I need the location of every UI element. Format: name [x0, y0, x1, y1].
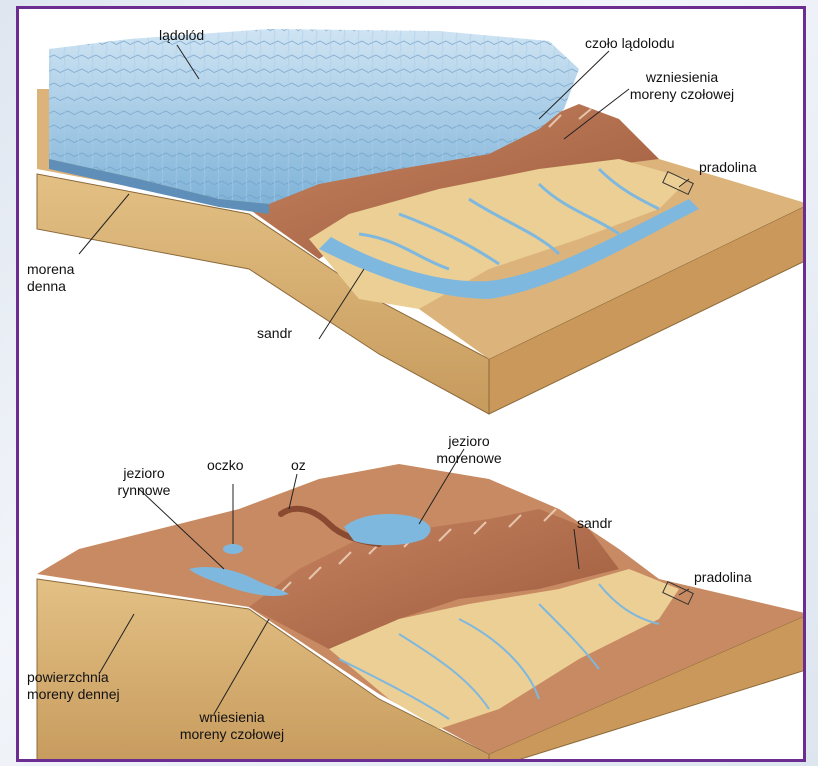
- label-ground-moraine-line2: denna: [27, 278, 66, 294]
- bottom-kettle-pond: [223, 544, 243, 554]
- label-ground-moraine-surface-line2: moreny dennej: [27, 686, 120, 702]
- label-sandr-top: sandr: [257, 325, 292, 341]
- label-sandr-bottom: sandr: [577, 515, 612, 531]
- label-ribbon-lake-line2: rynnowe: [99, 482, 189, 498]
- label-end-moraine-hills-bottom-line1: wniesienia: [157, 709, 307, 725]
- label-end-moraine-hills-bottom-line2: moreny czołowej: [157, 726, 307, 742]
- label-ground-moraine-line1: morena: [27, 261, 74, 277]
- label-end-moraine-hills-top-line2: moreny czołowej: [607, 86, 757, 102]
- glacial-landforms-illustration: [19, 9, 803, 759]
- label-pradolina-top: pradolina: [699, 159, 757, 175]
- label-moraine-lake-line2: morenowe: [419, 450, 519, 466]
- label-esker: oz: [291, 457, 306, 473]
- label-ground-moraine-surface-line1: powierzchnia: [27, 669, 109, 685]
- label-pradolina-bottom: pradolina: [694, 569, 752, 585]
- label-kettle: oczko: [207, 457, 244, 473]
- label-ice-sheet: lądolód: [159, 27, 204, 43]
- diagram-panel: lądolód czoło lądolodu wzniesienia moren…: [16, 6, 806, 762]
- label-ribbon-lake-line1: jezioro: [99, 465, 189, 481]
- label-moraine-lake-line1: jezioro: [419, 433, 519, 449]
- label-end-moraine-hills-top-line1: wzniesienia: [607, 69, 757, 85]
- label-ice-front: czoło lądolodu: [585, 35, 675, 51]
